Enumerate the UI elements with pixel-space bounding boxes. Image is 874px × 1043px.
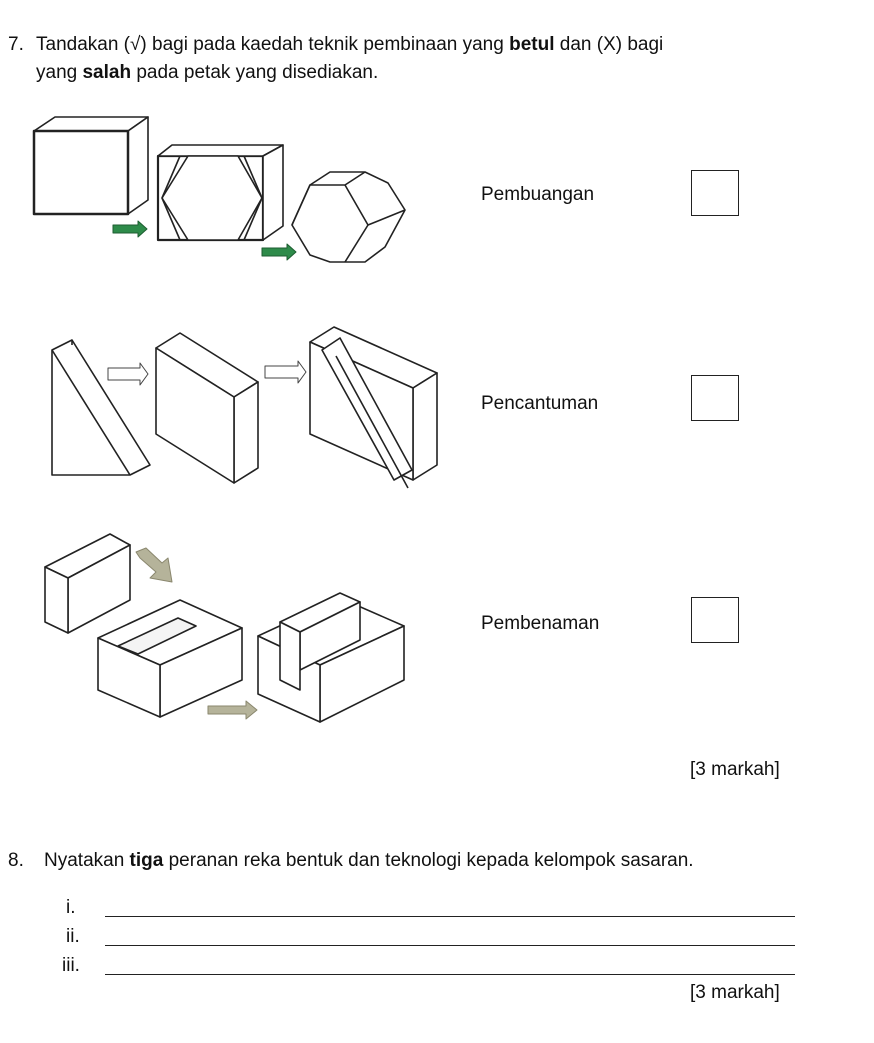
- question-8-text: Nyatakan tiga peranan reka bentuk dan te…: [44, 850, 694, 872]
- q8-text: peranan reka bentuk dan teknologi kepada…: [163, 850, 694, 871]
- q8-bold-tiga: tiga: [129, 850, 164, 871]
- answer-line-i[interactable]: [105, 916, 795, 917]
- answer-line-ii[interactable]: [105, 945, 795, 946]
- answer-label-ii: ii.: [66, 926, 80, 947]
- q7-text: dan (X) bagi: [554, 34, 664, 55]
- method-label-pencantuman: Pencantuman: [481, 393, 599, 414]
- method-label-pembenaman: Pembenaman: [481, 613, 600, 634]
- q7-bold-betul: betul: [509, 34, 555, 55]
- question-7-number: 7.: [8, 34, 24, 55]
- q7-text: yang: [36, 62, 83, 83]
- checkbox-pembuangan[interactable]: [691, 170, 739, 216]
- answer-line-iii[interactable]: [105, 974, 795, 975]
- question-7-text-line1: Tandakan (√) bagi pada kaedah teknik pem…: [36, 34, 663, 56]
- question-7-marks: [3 markah]: [690, 759, 780, 780]
- checkbox-pembenaman[interactable]: [691, 597, 739, 643]
- q7-bold-salah: salah: [82, 62, 132, 83]
- answer-label-iii: iii.: [62, 955, 80, 976]
- method-label-pembuangan: Pembuangan: [481, 184, 595, 205]
- question-7-text-line2: yang salah pada petak yang disediakan.: [36, 62, 378, 84]
- question-8-number: 8.: [8, 850, 24, 871]
- checkbox-pencantuman[interactable]: [691, 375, 739, 421]
- q8-text: Nyatakan: [44, 850, 130, 871]
- question-8-marks: [3 markah]: [690, 982, 780, 1003]
- answer-label-i: i.: [66, 897, 76, 918]
- q7-text: Tandakan (√) bagi pada kaedah teknik pem…: [36, 34, 510, 55]
- q7-text: pada petak yang disediakan.: [131, 62, 379, 83]
